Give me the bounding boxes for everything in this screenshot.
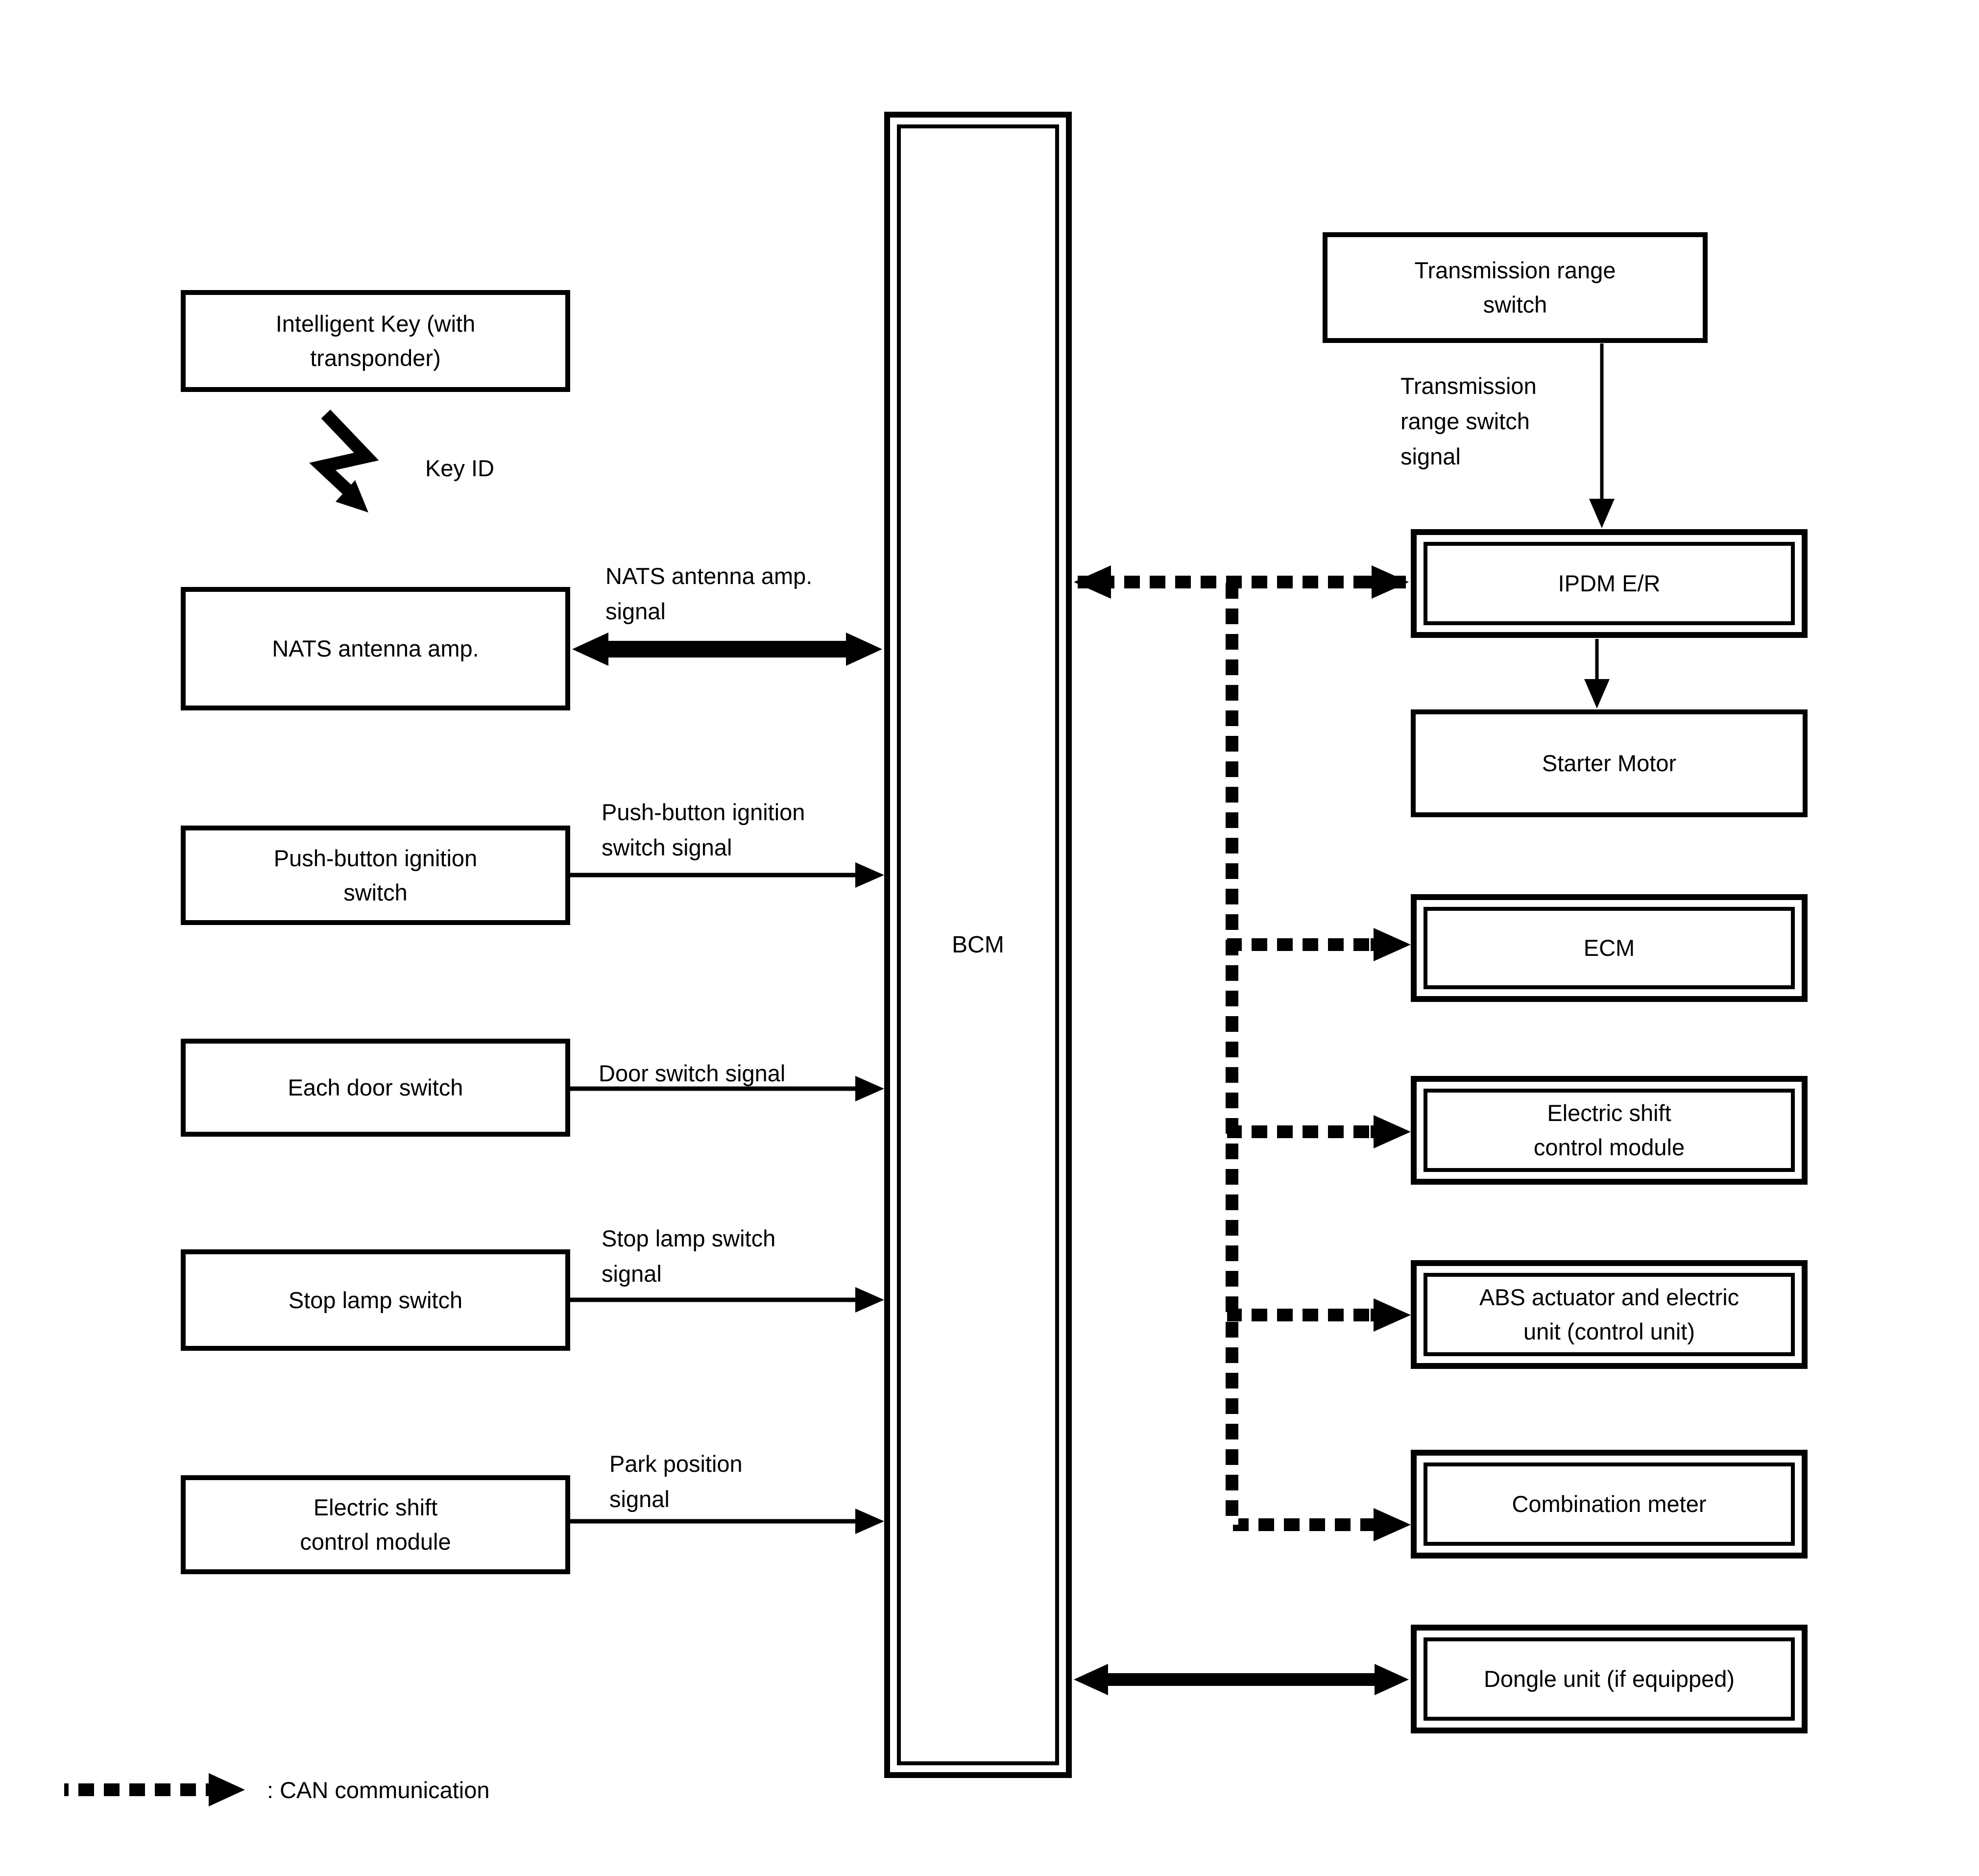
box-dongle-unit: Dongle unit (if equipped)	[1411, 1625, 1808, 1733]
box-electric-shift-control-module-right-inner-border: Electric shift control module	[1424, 1089, 1795, 1172]
box-abs-actuator: ABS actuator and electric unit (control …	[1411, 1260, 1808, 1369]
box-electric-shift-control-module-left-label: Electric shift control module	[300, 1494, 451, 1555]
box-nats-antenna-amp-label: NATS antenna amp.	[272, 635, 479, 661]
can-branch-ecm-arrow	[1227, 928, 1411, 961]
box-electric-shift-control-module-right-label: Electric shift control module	[1533, 1100, 1685, 1160]
key-id-wireless-arrow-icon	[309, 410, 379, 512]
label-door-signal: Door switch signal	[599, 1060, 786, 1086]
box-each-door-switch: Each door switch	[181, 1039, 570, 1137]
box-electric-shift-control-module-left: Electric shift control module	[181, 1475, 570, 1574]
box-stop-lamp-switch-label: Stop lamp switch	[288, 1287, 463, 1313]
box-each-door-switch-label: Each door switch	[288, 1074, 463, 1100]
bcm-dongle-arrow	[1074, 1664, 1409, 1695]
nats-signal-arrow	[572, 633, 882, 666]
box-intelligent-key: Intelligent Key (with transponder)	[181, 290, 570, 392]
can-branch-abs-arrow	[1227, 1298, 1411, 1332]
can-branch-combination-meter-arrow	[1374, 1508, 1411, 1541]
transmission-signal-arrow	[1589, 343, 1615, 528]
box-push-button-ignition-switch-label: Push-button ignition switch	[273, 845, 478, 905]
box-intelligent-key-label: Intelligent Key (with transponder)	[275, 311, 476, 371]
label-push-button-signal: Push-button ignition switch signal	[602, 799, 805, 860]
label-key-id: Key ID	[425, 455, 495, 481]
box-abs-actuator-label: ABS actuator and electric unit (control …	[1479, 1284, 1739, 1344]
box-bcm: BCM	[884, 112, 1072, 1778]
box-ipdm-er: IPDM E/R	[1411, 529, 1808, 638]
box-starter-motor: Starter Motor	[1411, 709, 1808, 817]
label-nats-signal: NATS antenna amp. signal	[605, 563, 813, 624]
legend-can-arrow-icon	[64, 1773, 245, 1806]
ipdm-to-starter-arrow	[1584, 639, 1610, 708]
box-stop-lamp-switch: Stop lamp switch	[181, 1249, 570, 1351]
legend-can-communication-label: : CAN communication	[267, 1777, 490, 1803]
box-combination-meter-label: Combination meter	[1512, 1491, 1707, 1517]
box-ecm-inner-border: ECM	[1424, 907, 1795, 989]
box-transmission-range-switch-label: Transmission range switch	[1414, 257, 1616, 317]
box-push-button-ignition-switch: Push-button ignition switch	[181, 826, 570, 925]
stop-lamp-signal-arrow	[570, 1287, 884, 1313]
label-stop-lamp-signal: Stop lamp switch signal	[602, 1225, 776, 1287]
box-abs-actuator-inner-border: ABS actuator and electric unit (control …	[1424, 1273, 1795, 1356]
box-ipdm-er-inner-border: IPDM E/R	[1424, 542, 1795, 625]
push-button-signal-arrow	[570, 862, 884, 888]
box-combination-meter-inner-border: Combination meter	[1424, 1462, 1795, 1546]
box-nats-antenna-amp: NATS antenna amp.	[181, 587, 570, 710]
box-ecm-label: ECM	[1583, 935, 1635, 961]
box-dongle-unit-inner-border: Dongle unit (if equipped)	[1424, 1637, 1795, 1721]
box-combination-meter: Combination meter	[1411, 1450, 1808, 1559]
can-branch-electric-shift-arrow	[1227, 1115, 1411, 1148]
label-park-position-signal: Park position signal	[609, 1451, 743, 1512]
box-transmission-range-switch: Transmission range switch	[1323, 232, 1708, 343]
box-ecm: ECM	[1411, 894, 1808, 1002]
box-bcm-label: BCM	[952, 932, 1004, 958]
door-signal-arrow	[570, 1076, 884, 1101]
box-dongle-unit-label: Dongle unit (if equipped)	[1483, 1666, 1735, 1692]
can-bcm-ipdm-arrow	[1074, 565, 1409, 599]
park-position-signal-arrow	[570, 1509, 884, 1534]
box-electric-shift-control-module-right: Electric shift control module	[1411, 1076, 1808, 1185]
box-bcm-inner-border: BCM	[897, 124, 1059, 1765]
box-ipdm-er-label: IPDM E/R	[1558, 570, 1661, 596]
can-trunk-line	[1226, 583, 1377, 1531]
label-transmission-range-signal: Transmission range switch signal	[1400, 373, 1537, 469]
box-starter-motor-label: Starter Motor	[1542, 750, 1677, 776]
